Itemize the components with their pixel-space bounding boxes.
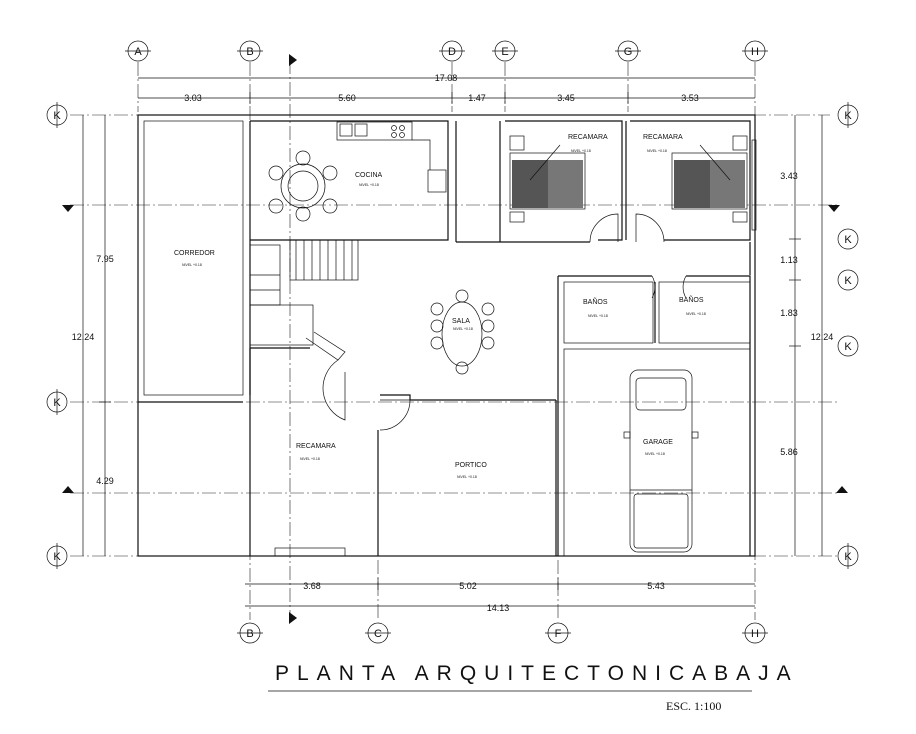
axis-bubble-b-bottom: B <box>237 622 263 644</box>
room-bano-2: BAÑOS <box>679 295 704 304</box>
axis-bubble-k-right-5: K <box>837 543 859 569</box>
dim-top-1: 3.03 <box>184 93 202 103</box>
kitchen-fixtures <box>336 121 447 193</box>
grid-axes <box>70 60 840 620</box>
axis-bubble-h-bottom: H <box>742 622 768 644</box>
stairs <box>289 239 359 361</box>
svg-text:H: H <box>751 46 759 58</box>
svg-text:K: K <box>844 551 852 563</box>
dim-right-3: 1.83 <box>780 308 798 318</box>
axis-bubbles-left: K K K <box>46 102 68 569</box>
axis-bubble-d: D <box>439 40 465 62</box>
room-sala: SALA <box>452 318 470 325</box>
svg-text:K: K <box>844 275 852 287</box>
dim-top-4: 3.45 <box>557 93 575 103</box>
dim-top-3: 1.47 <box>468 93 486 103</box>
dimension-texts: 17.08 3.03 5.60 1.47 3.45 3.53 3.68 5.02… <box>72 73 834 613</box>
plan-title: PLANTA ARQUITECTONICABAJA <box>275 662 799 685</box>
axis-bubbles-top: A B D E G H <box>125 40 768 62</box>
axis-bubble-k-left-2: K <box>46 389 68 415</box>
room-recamara-2: RECAMARA <box>643 134 683 141</box>
dim-right-4: 5.86 <box>780 447 798 457</box>
level-garage: NIVEL +0.18 <box>645 452 665 456</box>
dim-left-1: 7.95 <box>96 254 114 264</box>
level-recamara-1: NIVEL +0.18 <box>571 149 591 153</box>
axis-bubble-c: C <box>365 622 391 644</box>
level-bano-1: NIVEL +0.18 <box>588 314 608 318</box>
dim-right-total: 12.24 <box>811 332 834 342</box>
axis-bubbles-bottom: B C F H <box>237 622 768 644</box>
dim-bottom-2: 5.02 <box>459 581 477 591</box>
room-recamara-1: RECAMARA <box>568 134 608 141</box>
room-bano-1: BAÑOS <box>583 297 608 306</box>
axis-bubble-k-left-3: K <box>46 543 68 569</box>
svg-text:E: E <box>501 46 508 58</box>
axis-bubble-h: H <box>742 40 768 62</box>
room-garage: GARAGE <box>643 439 673 446</box>
walls <box>137 114 757 557</box>
level-bano-2: NIVEL +0.18 <box>686 312 706 316</box>
doors <box>322 213 687 431</box>
section-markers <box>62 54 848 624</box>
svg-text:B: B <box>246 628 253 640</box>
svg-text:F: F <box>555 628 562 640</box>
svg-text:K: K <box>53 397 61 409</box>
living-table-oval <box>430 289 495 375</box>
dim-top-2: 5.60 <box>338 93 356 103</box>
level-cocina: NIVEL +0.18 <box>359 183 379 187</box>
svg-text:K: K <box>844 110 852 122</box>
dim-right-2: 1.13 <box>780 255 798 265</box>
svg-text:G: G <box>624 46 633 58</box>
svg-text:K: K <box>53 110 61 122</box>
dining-table-round <box>268 150 338 222</box>
svg-text:B: B <box>246 46 253 58</box>
axis-bubble-b: B <box>237 40 263 62</box>
dim-right-1: 3.43 <box>780 171 798 181</box>
level-recamara-2: NIVEL +0.18 <box>647 149 667 153</box>
svg-text:D: D <box>448 46 456 58</box>
axis-bubble-f: F <box>545 622 571 644</box>
level-portico: NIVEL +0.18 <box>457 475 477 479</box>
svg-text:C: C <box>374 628 382 640</box>
svg-text:K: K <box>844 234 852 246</box>
axis-bubble-k-right-2: K <box>837 228 859 250</box>
car <box>623 369 699 553</box>
room-labels: CORREDOR NIVEL +0.18 COCINA NIVEL +0.18 … <box>174 134 706 479</box>
level-sala: NIVEL +0.18 <box>453 327 473 331</box>
room-portico: PORTICO <box>455 462 487 469</box>
axis-bubble-k-right-4: K <box>837 335 859 357</box>
bed-1 <box>509 135 586 223</box>
axis-bubble-a: A <box>125 40 151 62</box>
scale-label: ESC. 1:100 <box>666 699 721 713</box>
bed-2 <box>671 135 748 223</box>
dim-left-total: 12.24 <box>72 332 95 342</box>
axis-bubble-k-left-1: K <box>46 102 68 128</box>
axis-bubble-e: E <box>492 40 518 62</box>
room-corredor: CORREDOR <box>174 250 215 257</box>
room-recamara-3: RECAMARA <box>296 443 336 450</box>
dim-bottom-total: 14.13 <box>487 603 510 613</box>
dimension-lines <box>82 77 823 607</box>
dim-top-total: 17.08 <box>435 73 458 83</box>
axis-bubbles-right: K K K K K <box>837 102 859 569</box>
dim-left-2: 4.29 <box>96 476 114 486</box>
svg-text:K: K <box>53 551 61 563</box>
dim-bottom-1: 3.68 <box>303 581 321 591</box>
svg-text:A: A <box>134 46 142 58</box>
svg-text:H: H <box>751 628 759 640</box>
axis-bubble-k-right-1: K <box>837 102 859 128</box>
dim-top-5: 3.53 <box>681 93 699 103</box>
dim-bottom-3: 5.43 <box>647 581 665 591</box>
room-cocina: COCINA <box>355 172 383 179</box>
svg-text:K: K <box>844 341 852 353</box>
axis-bubble-g: G <box>615 40 641 62</box>
level-recamara-3: NIVEL +0.18 <box>300 457 320 461</box>
level-corredor: NIVEL +0.18 <box>182 263 202 267</box>
axis-bubble-k-right-3: K <box>837 269 859 291</box>
